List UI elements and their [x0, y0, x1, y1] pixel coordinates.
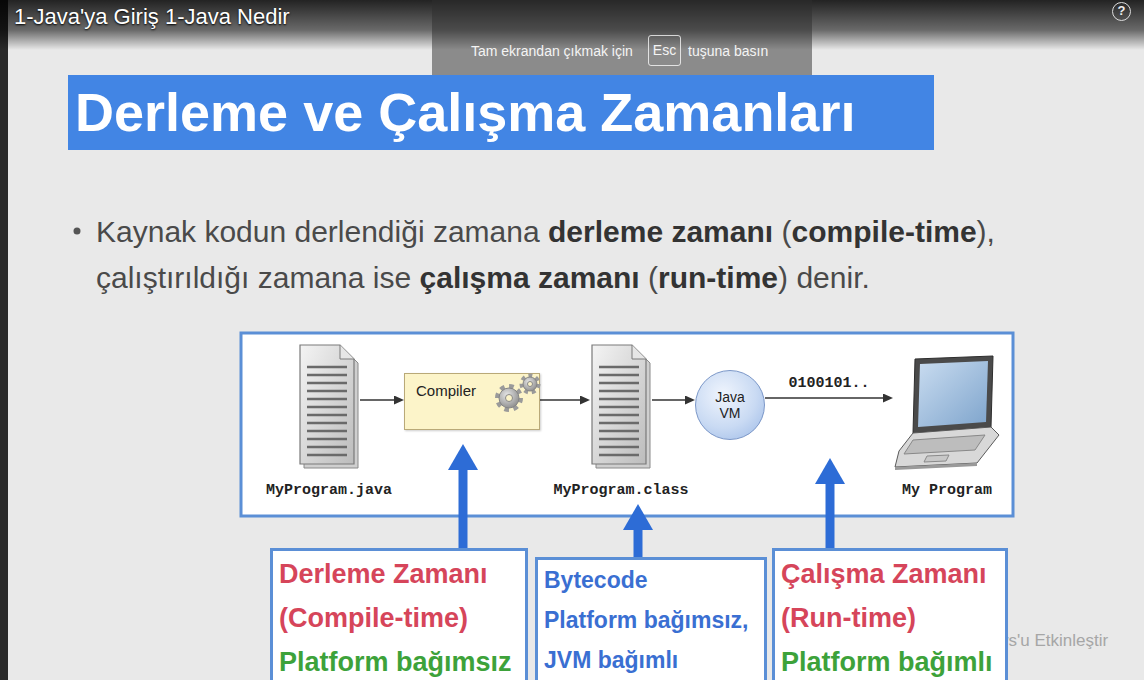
flow-arrow — [360, 399, 394, 401]
diagram-frame — [241, 333, 1013, 516]
slide-title: Derleme ve Çalışma Zamanları — [68, 75, 934, 150]
bullet-text: ), — [977, 215, 995, 248]
gear-icon — [489, 371, 545, 415]
laptop: My Program — [893, 355, 1001, 470]
flow-arrow — [540, 399, 580, 401]
pointer-arrow — [634, 530, 643, 557]
flow-arrow — [765, 397, 883, 399]
panel-heading: Çalışma Zamanı (Run-time) — [781, 552, 999, 640]
panel-body: Platform bağımsız — [279, 640, 519, 680]
class-file-icon — [590, 343, 652, 470]
bullet-line: Kaynak kodun derlendiği zamanaderleme za… — [96, 209, 1136, 255]
bullet-text: ( — [782, 215, 792, 248]
bullet-text: ( — [648, 261, 658, 294]
vm-label: Java VM — [710, 389, 750, 421]
signal-bits: 0100101.. — [788, 375, 869, 393]
source-file-icon — [298, 343, 360, 470]
panel-body: Platform bağımsız, JVM bağımlı — [544, 600, 758, 680]
process-label: Compiler — [416, 382, 476, 400]
bullet-text: Kaynak kodun derlendiği zamana — [96, 215, 540, 248]
info-panel: Derleme Zamanı (Compile-time)Platform ba… — [270, 548, 528, 680]
gear-picture — [498, 376, 538, 409]
bold-term: derleme zamanı — [548, 215, 773, 248]
class-file: MyProgram.class — [590, 343, 652, 470]
laptop-picture — [895, 356, 999, 470]
panel-heading: Derleme Zamanı (Compile-time) — [279, 552, 519, 640]
bold-term: çalışma zamanı — [420, 261, 640, 294]
bullet-text: denir. — [796, 261, 869, 294]
panel-heading: Bytecode — [544, 560, 758, 600]
source-file: MyProgram.java — [298, 343, 360, 470]
fullscreen-hint-panel — [432, 0, 812, 75]
flow-arrow — [652, 399, 685, 401]
source-file-picture — [300, 345, 358, 468]
laptop-icon — [893, 355, 1001, 470]
process-box: Compiler — [404, 373, 540, 430]
class-file-picture — [592, 345, 650, 468]
bullet-text: ) — [778, 261, 788, 294]
info-panel: BytecodePlatform bağımsız, JVM bağımlı — [535, 557, 767, 680]
window-edge — [0, 0, 8, 680]
pointer-arrow — [459, 470, 468, 548]
bold-term: run-time — [658, 261, 778, 294]
bullet-line: çalıştırıldığı zamana ise çalışma zamanı(… — [96, 255, 1136, 301]
pointer-arrow — [826, 484, 835, 548]
key-cap: Esc — [648, 35, 681, 66]
exit-hint: tuşuna basın — [688, 43, 768, 59]
file-name: My Program — [902, 482, 992, 500]
bullet-text: çalıştırıldığı zamana ise — [96, 261, 411, 294]
info-panel: Çalışma Zamanı (Run-time)Platform bağıml… — [772, 548, 1008, 680]
bullet-paragraph: Kaynak kodun derlendiği zamanaderleme za… — [96, 209, 1136, 301]
bold-term: compile-time — [792, 215, 977, 248]
vm-circle: Java VM — [695, 370, 765, 440]
exit-hint: Tam ekrandan çıkmak için — [471, 43, 633, 59]
file-name: MyProgram.class — [553, 482, 688, 500]
file-name: MyProgram.java — [266, 482, 392, 500]
panel-body: Platform bağımlı — [781, 640, 999, 680]
video-title: 1-Java'ya Giriş 1-Java Nedir — [14, 4, 290, 30]
help-icon: ? — [1112, 2, 1131, 21]
bullet-dot — [74, 228, 81, 235]
